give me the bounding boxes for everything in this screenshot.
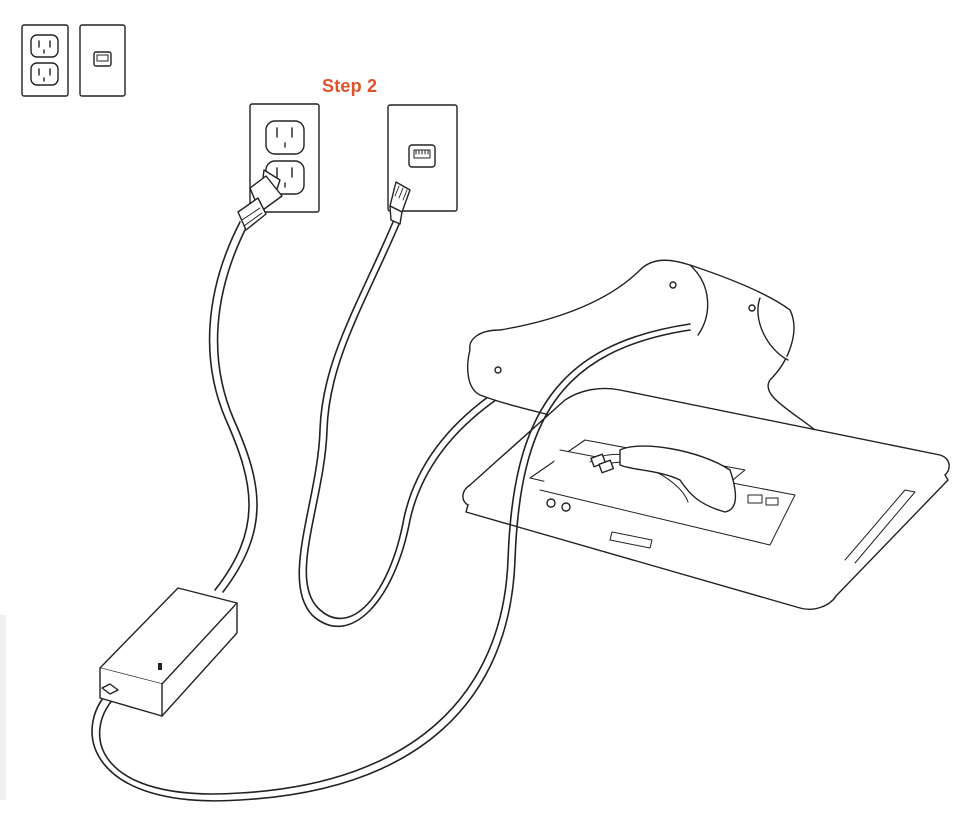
left-edge-strip [0, 615, 6, 800]
power-adapter-icon [99, 587, 238, 717]
step-label: Step 2 [322, 76, 378, 96]
power-plug-icon [237, 169, 283, 231]
legend-ethernet-icon [79, 24, 126, 97]
ethernet-cable [298, 221, 691, 628]
ethernet-wall-jack-icon [387, 104, 458, 212]
power-cable [208, 221, 258, 593]
legend-outlet-icon [21, 24, 69, 97]
stand-neck [619, 445, 737, 513]
adapter-to-stand-cable [91, 323, 691, 802]
ethernet-plug-icon [389, 181, 411, 225]
